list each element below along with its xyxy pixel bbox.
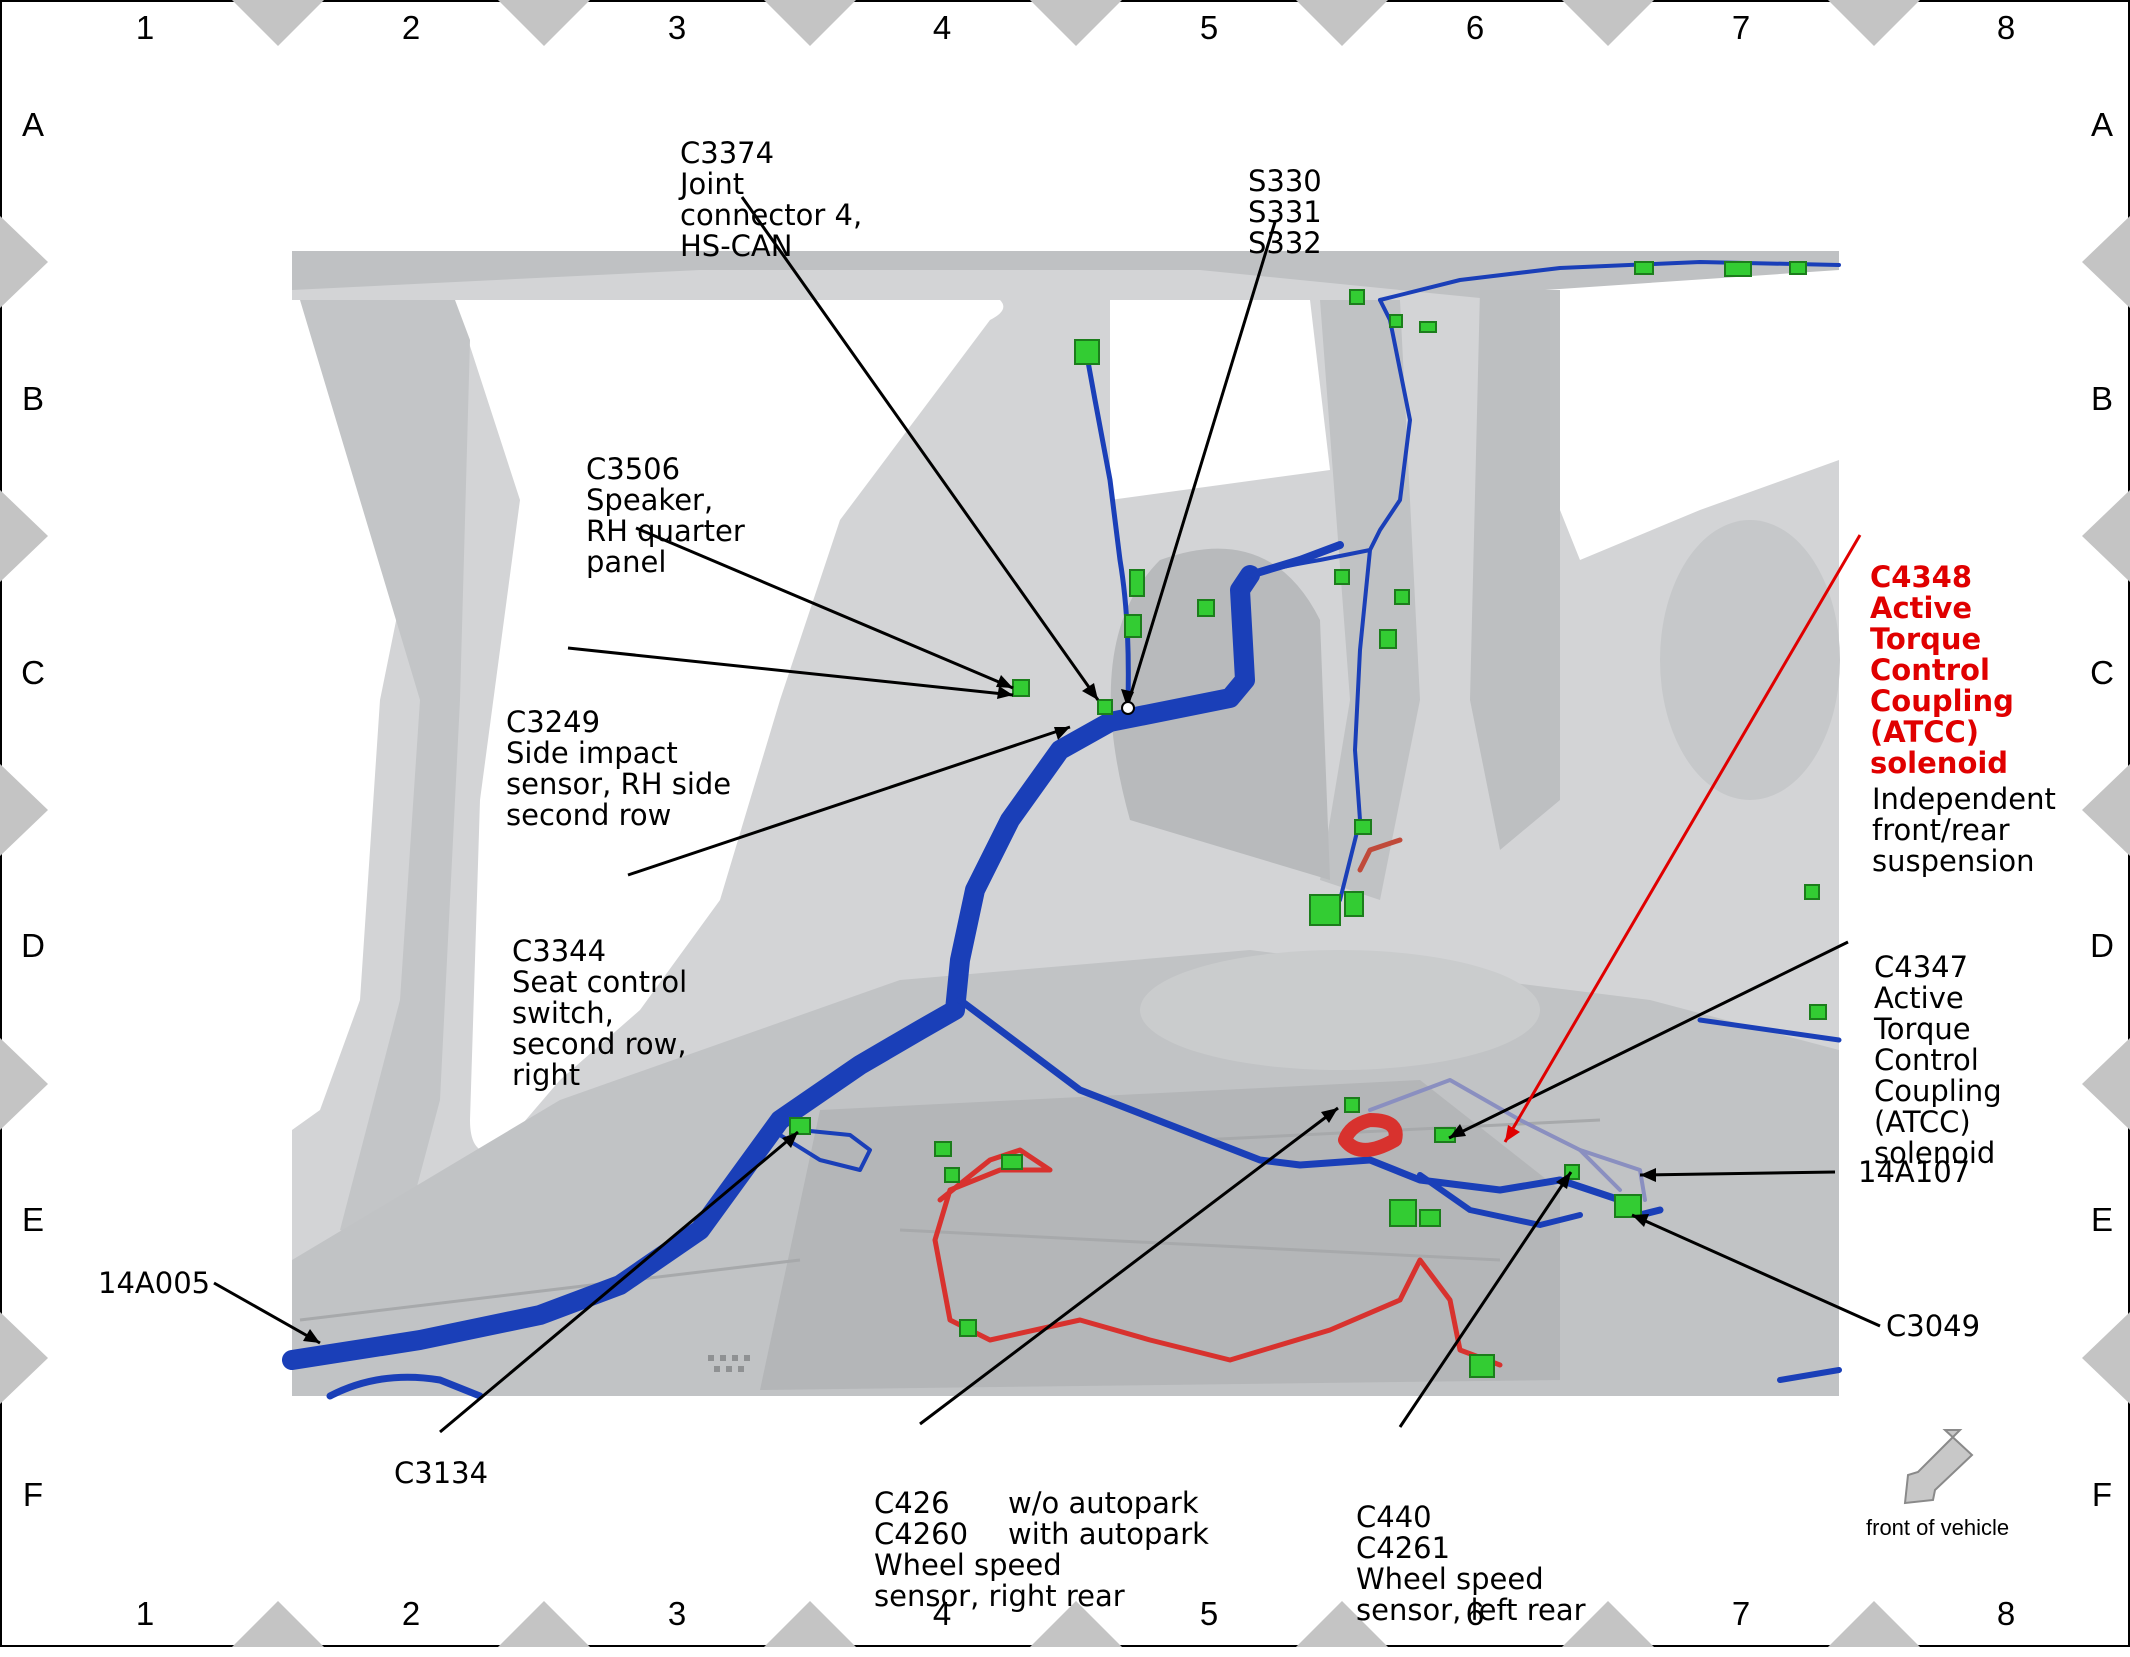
zone-marker-bottom-0 (232, 1601, 324, 1647)
zone-marker-top-1 (498, 0, 590, 46)
zone-marker-top-0 (232, 0, 324, 46)
harness-14a005 (282, 565, 1260, 1370)
grid-col-top-4: 4 (932, 9, 952, 46)
grid-row-right-A: A (2090, 106, 2113, 143)
grid-row-left-C: C (21, 654, 45, 691)
zone-marker-left-3 (0, 1038, 48, 1130)
grid-col-top-6: 6 (1465, 9, 1485, 46)
zone-marker-left-4 (0, 1312, 48, 1404)
grid-row-left-D: D (21, 927, 45, 964)
callout-14a005: 14A005 (98, 1266, 211, 1300)
zone-marker-left-2 (0, 764, 48, 856)
grid-col-top-5: 5 (1199, 9, 1219, 46)
grid-row-right-B: B (2090, 380, 2113, 417)
callout-14a107: 14A107 (1858, 1155, 1971, 1189)
grid-col-bottom-1: 1 (135, 1595, 155, 1632)
grid-row-right-E: E (2090, 1201, 2113, 1238)
zone-marker-top-2 (764, 0, 856, 46)
grid-col-top-7: 7 (1731, 9, 1751, 46)
grid-row-left-F: F (22, 1476, 44, 1513)
zone-marker-bottom-2 (764, 1601, 856, 1647)
zone-marker-bottom-4 (1296, 1601, 1388, 1647)
leader-line-c4348 (1503, 534, 1862, 1143)
grid-col-top-1: 1 (135, 9, 155, 46)
grid-row-left-B: B (21, 380, 44, 417)
harness-routing (282, 260, 1842, 1400)
grid-col-bottom-4: 4 (932, 1595, 952, 1632)
zone-marker-bottom-5 (1562, 1601, 1654, 1647)
grid-row-left-A: A (21, 106, 44, 143)
zone-marker-top-3 (1030, 0, 1122, 46)
grid-row-right-D: D (2090, 927, 2114, 964)
zone-marker-left-1 (0, 490, 48, 582)
grid-row-right-C: C (2090, 654, 2114, 691)
grid-col-bottom-5: 5 (1199, 1595, 1219, 1632)
grid-col-bottom-6: 6 (1465, 1595, 1485, 1632)
arrowheads (303, 675, 1656, 1343)
front-of-vehicle-label: front of vehicle (1866, 1515, 2010, 1540)
connectors (789, 261, 1827, 1378)
grid-row-right-F: F (2091, 1476, 2113, 1513)
zone-marker-top-4 (1296, 0, 1388, 46)
zone-marker-top-6 (1828, 0, 1920, 46)
zone-marker-top-5 (1562, 0, 1654, 46)
grid-row-left-E: E (21, 1201, 44, 1238)
leader-lines (213, 196, 1881, 1434)
zone-marker-bottom-3 (1030, 1601, 1122, 1647)
zone-marker-right-1 (2082, 490, 2130, 582)
callout-c3049: C3049 (1886, 1309, 1981, 1343)
grid-col-top-8: 8 (1996, 9, 2016, 46)
zone-marker-right-0 (2082, 216, 2130, 308)
grid-col-bottom-2: 2 (401, 1595, 421, 1632)
front-arrow-icon (1903, 1429, 1974, 1505)
callout-c3134: C3134 (394, 1456, 489, 1490)
zone-marker-bottom-6 (1828, 1601, 1920, 1647)
zone-marker-right-3 (2082, 1038, 2130, 1130)
grid-col-top-2: 2 (401, 9, 421, 46)
vehicle-body-image (292, 251, 1840, 1396)
zone-marker-right-2 (2082, 764, 2130, 856)
zone-marker-bottom-1 (498, 1601, 590, 1647)
grid-col-bottom-8: 8 (1996, 1595, 2016, 1632)
harness-red (932, 1147, 1503, 1368)
zone-marker-right-4 (2082, 1312, 2130, 1404)
grid-col-bottom-7: 7 (1731, 1595, 1751, 1632)
grid-col-top-3: 3 (667, 9, 687, 46)
grid-col-bottom-3: 3 (667, 1595, 687, 1632)
zone-marker-left-0 (0, 216, 48, 308)
